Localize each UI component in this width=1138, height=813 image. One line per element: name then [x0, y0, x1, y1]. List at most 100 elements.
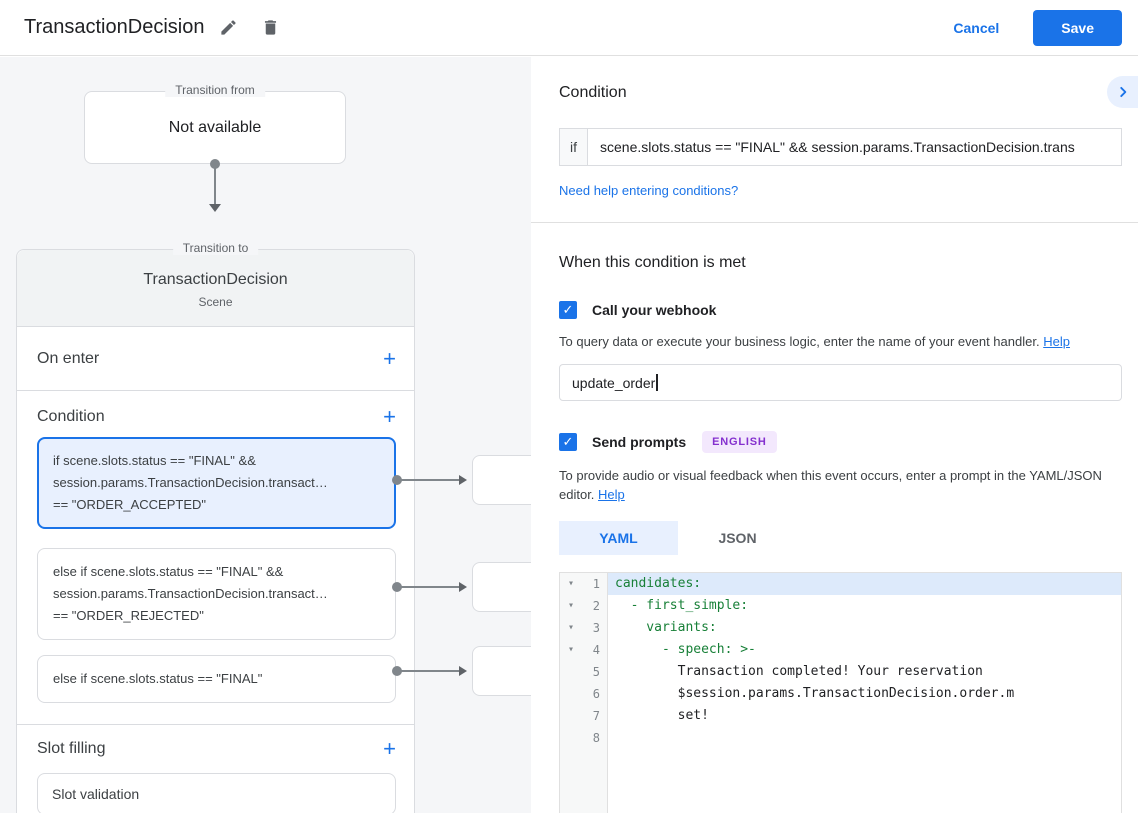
code-text[interactable]: variants: — [615, 620, 717, 635]
edit-button[interactable] — [210, 10, 246, 46]
transition-from-content: Not available — [168, 118, 262, 136]
when-met-section: When this condition is met ✓ Call your w… — [531, 223, 1138, 813]
condition-section-label: Condition — [37, 408, 105, 425]
on-enter-section: On enter + — [17, 327, 414, 391]
condition-text: session.params.TransactionDecision.trans… — [53, 475, 328, 490]
condition-expression-input[interactable]: scene.slots.status == "FINAL" && session… — [588, 128, 1122, 166]
fold-icon[interactable]: ▾ — [567, 644, 575, 655]
if-prefix: if — [559, 128, 588, 166]
connector-line — [400, 586, 460, 588]
condition-text: == "ORDER_REJECTED" — [53, 608, 204, 623]
connector-line — [214, 165, 216, 205]
prompts-description: To provide audio or visual feedback when… — [559, 466, 1122, 504]
condition-section-header: Condition + — [17, 391, 414, 437]
delete-button[interactable] — [252, 10, 288, 46]
code-text[interactable]: - first_simple: — [615, 598, 749, 613]
transition-from-box: Transition from Not available — [84, 83, 346, 164]
transition-target-box[interactable] — [472, 646, 531, 696]
fold-icon[interactable]: ▾ — [567, 600, 575, 611]
check-icon: ✓ — [562, 302, 574, 317]
fold-icon — [560, 727, 582, 749]
connector-line — [400, 670, 460, 672]
chevron-right-icon — [1119, 86, 1126, 98]
condition-card-rejected[interactable]: else if scene.slots.status == "FINAL" &&… — [37, 548, 396, 640]
yaml-editor[interactable]: ▾1 candidates: ▾2 - first_simple: ▾3 var… — [559, 572, 1122, 813]
code-text[interactable]: $session.params.TransactionDecision.orde… — [615, 686, 1015, 701]
line-number: 2 — [592, 599, 600, 613]
code-text[interactable]: candidates: — [608, 573, 1121, 595]
transition-target-box[interactable] — [472, 562, 531, 612]
condition-text: else if scene.slots.status == "FINAL" — [53, 671, 263, 686]
editor-tabs: YAML JSON — [559, 521, 1122, 555]
page-title: TransactionDecision — [24, 16, 205, 38]
fold-icon — [560, 705, 582, 727]
prompts-toggle-row: ✓ Send prompts ENGLISH — [559, 431, 1122, 453]
transition-to-card: Transition to TransactionDecision Scene … — [16, 241, 415, 813]
code-text[interactable]: Transaction completed! Your reservation — [615, 664, 983, 679]
condition-header-section: Condition if scene.slots.status == "FINA… — [531, 57, 1138, 223]
editor-line: 6 $session.params.TransactionDecision.or… — [560, 683, 1121, 705]
line-number: 8 — [592, 731, 600, 745]
scene-card-header[interactable]: TransactionDecision Scene — [17, 250, 414, 327]
add-slot-button[interactable]: + — [383, 738, 396, 760]
prompts-description-text: To provide audio or visual feedback when… — [559, 468, 1102, 502]
language-badge: ENGLISH — [702, 431, 777, 453]
condition-help-link[interactable]: Need help entering conditions? — [559, 183, 739, 198]
fold-icon[interactable]: ▾ — [567, 578, 575, 589]
collapse-panel-button[interactable] — [1107, 76, 1138, 108]
add-icon: + — [383, 736, 396, 761]
line-number: 5 — [592, 665, 600, 679]
condition-card-accepted[interactable]: if scene.slots.status == "FINAL" && sess… — [37, 437, 396, 529]
webhook-help-link[interactable]: Help — [1043, 334, 1070, 349]
editor-line: 8 — [560, 727, 1121, 749]
save-button[interactable]: Save — [1033, 9, 1122, 46]
condition-text: if scene.slots.status == "FINAL" && — [53, 453, 256, 468]
add-on-enter-button[interactable]: + — [383, 347, 396, 370]
tab-yaml[interactable]: YAML — [559, 521, 678, 555]
add-icon: + — [383, 404, 396, 429]
editor-line: ▾ 1 candidates: — [560, 573, 1121, 595]
pencil-icon — [221, 20, 236, 35]
webhook-checkbox[interactable]: ✓ — [559, 301, 577, 319]
prompts-checkbox[interactable]: ✓ — [559, 433, 577, 451]
fold-icon — [560, 661, 582, 683]
connector-arrowhead — [209, 204, 221, 212]
connector-arrowhead — [459, 475, 467, 485]
condition-expression-row: if scene.slots.status == "FINAL" && sess… — [559, 128, 1122, 166]
flow-diagram-panel: Transition from Not available Transition… — [0, 57, 531, 813]
scene-type: Scene — [198, 295, 233, 309]
slot-validation-card[interactable]: Slot validation — [37, 773, 396, 813]
condition-card-final[interactable]: else if scene.slots.status == "FINAL" — [37, 655, 396, 703]
editor-line: ▾ 2 - first_simple: — [560, 595, 1121, 617]
code-text[interactable]: - speech: >- — [615, 642, 756, 657]
transition-to-label: Transition to — [172, 241, 259, 255]
condition-text: session.params.TransactionDecision.trans… — [53, 586, 328, 601]
prompts-label: Send prompts — [592, 434, 687, 450]
condition-text: == "ORDER_ACCEPTED" — [53, 497, 206, 512]
connector-arrowhead — [459, 582, 467, 592]
transition-target-box[interactable] — [472, 455, 531, 505]
on-enter-label: On enter — [37, 349, 100, 367]
text-cursor — [656, 374, 658, 391]
line-number: 6 — [592, 687, 600, 701]
connector-dot — [210, 159, 220, 169]
tab-json[interactable]: JSON — [718, 530, 757, 546]
connector-dot — [392, 582, 402, 592]
add-condition-button[interactable]: + — [383, 406, 396, 428]
check-icon: ✓ — [562, 434, 574, 449]
code-text[interactable] — [608, 727, 1121, 749]
code-text[interactable]: set! — [615, 708, 709, 723]
line-number: 4 — [592, 643, 600, 657]
webhook-handler-input[interactable]: update_order — [559, 364, 1122, 401]
prompts-help-link[interactable]: Help — [598, 487, 625, 502]
line-number: 1 — [592, 577, 600, 591]
editor-line: 7 set! — [560, 705, 1121, 727]
transition-from-label: Transition from — [165, 83, 265, 97]
editor-empty-area[interactable] — [560, 749, 1121, 813]
when-met-title: When this condition is met — [559, 254, 746, 271]
fold-icon[interactable]: ▾ — [567, 622, 575, 633]
code-area — [608, 749, 1121, 813]
webhook-label: Call your webhook — [592, 302, 717, 318]
cancel-button[interactable]: Cancel — [935, 11, 1017, 45]
connector-dot — [392, 666, 402, 676]
